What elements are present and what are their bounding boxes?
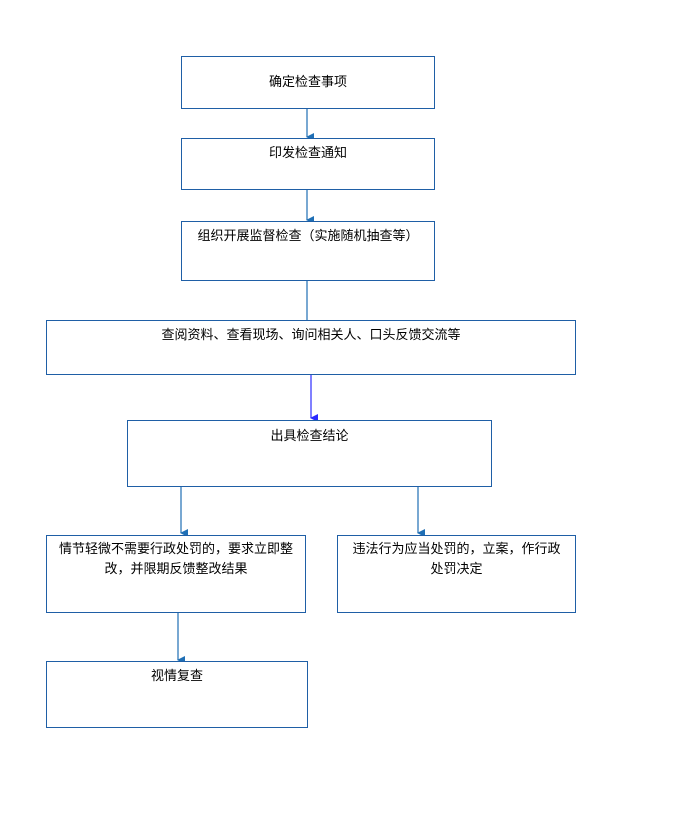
node-violation-penalty-label: 违法行为应当处罚的，立案，作行政处罚决定 [352,542,561,577]
node-issue-conclusion: 出具检查结论 [127,420,492,487]
node-organize-inspection: 组织开展监督检查（实施随机抽查等） [181,221,435,281]
node-minor-rectify: 情节轻微不需要行政处罚的，要求立即整改，并限期反馈整改结果 [46,535,306,613]
node-recheck-label: 视情复查 [150,669,203,684]
node-organize-inspection-label: 组织开展监督检查（实施随机抽查等） [197,229,419,244]
node-issue-conclusion-label: 出具检查结论 [270,429,349,444]
node-issue-notice-label: 印发检查通知 [268,146,347,161]
node-review-materials-label: 查阅资料、查看现场、询问相关人、口头反馈交流等 [161,328,461,343]
node-determine-items-label: 确定检查事项 [268,75,347,90]
node-issue-notice: 印发检查通知 [181,138,435,190]
node-review-materials: 查阅资料、查看现场、询问相关人、口头反馈交流等 [46,320,576,375]
node-minor-rectify-label: 情节轻微不需要行政处罚的，要求立即整改，并限期反馈整改结果 [58,542,293,577]
node-violation-penalty: 违法行为应当处罚的，立案，作行政处罚决定 [337,535,576,613]
node-determine-items: 确定检查事项 [181,56,435,109]
node-recheck: 视情复查 [46,661,308,728]
